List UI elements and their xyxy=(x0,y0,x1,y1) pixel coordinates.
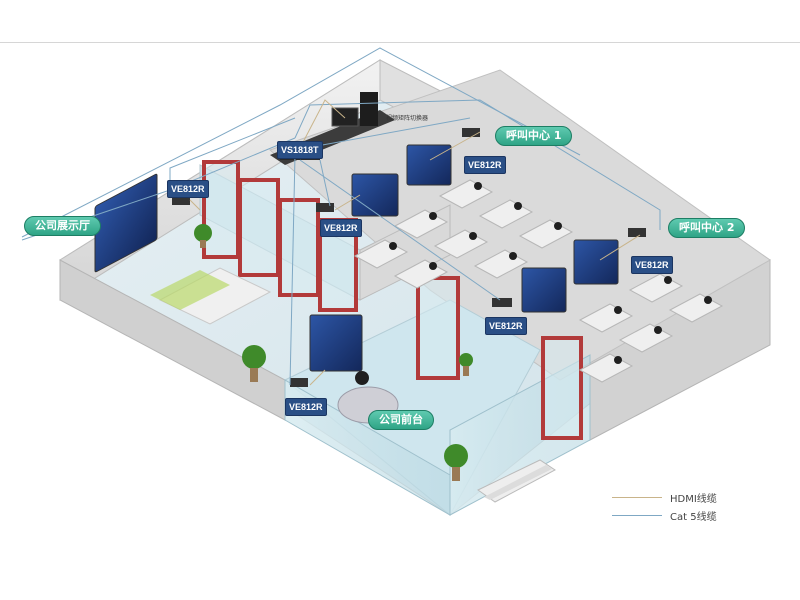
zone-label-showroom: 公司展示厅 xyxy=(24,216,101,236)
extender-tag-cc1-bottom: VE812R xyxy=(485,317,527,335)
switch-tag: VS1818T xyxy=(277,141,323,159)
legend-swatch-hdmi xyxy=(612,496,662,498)
zone-label-front-desk: 公司前台 xyxy=(368,410,434,430)
glass-doors xyxy=(202,160,583,440)
wall-screens xyxy=(94,144,619,372)
console-label: 视频矩阵切换器 xyxy=(386,115,429,122)
zone-label-call-center-2: 呼叫中心 2 xyxy=(668,218,746,238)
legend-row-cat5: Cat 5线缆 xyxy=(612,506,717,524)
control-monitor xyxy=(331,107,359,127)
receptionist xyxy=(355,371,369,385)
legend-label-cat5: Cat 5线缆 xyxy=(670,511,717,523)
extender-tag-cc1-left: VE812R xyxy=(320,219,362,237)
extender-tag-cc2: VE812R xyxy=(631,256,673,274)
hdmi-cables xyxy=(189,99,641,386)
showroom-rug xyxy=(150,270,230,310)
plants xyxy=(194,224,473,468)
extender-tag-cc1-top: VE812R xyxy=(464,156,506,174)
legend-swatch-cat5 xyxy=(612,514,662,516)
top-rule xyxy=(0,0,800,43)
extender-tag-showroom: VE812R xyxy=(167,180,209,198)
control-tower xyxy=(360,92,378,126)
legend-label-hdmi: HDMI线缆 xyxy=(670,493,717,505)
zone-label-call-center-1: 呼叫中心 1 xyxy=(495,126,573,146)
agents xyxy=(389,182,712,364)
extender-boxes xyxy=(172,128,646,387)
legend-row-hdmi: HDMI线缆 xyxy=(612,488,717,506)
extender-tag-front-desk: VE812R xyxy=(285,398,327,416)
legend: HDMI线缆 Cat 5线缆 xyxy=(612,488,717,524)
